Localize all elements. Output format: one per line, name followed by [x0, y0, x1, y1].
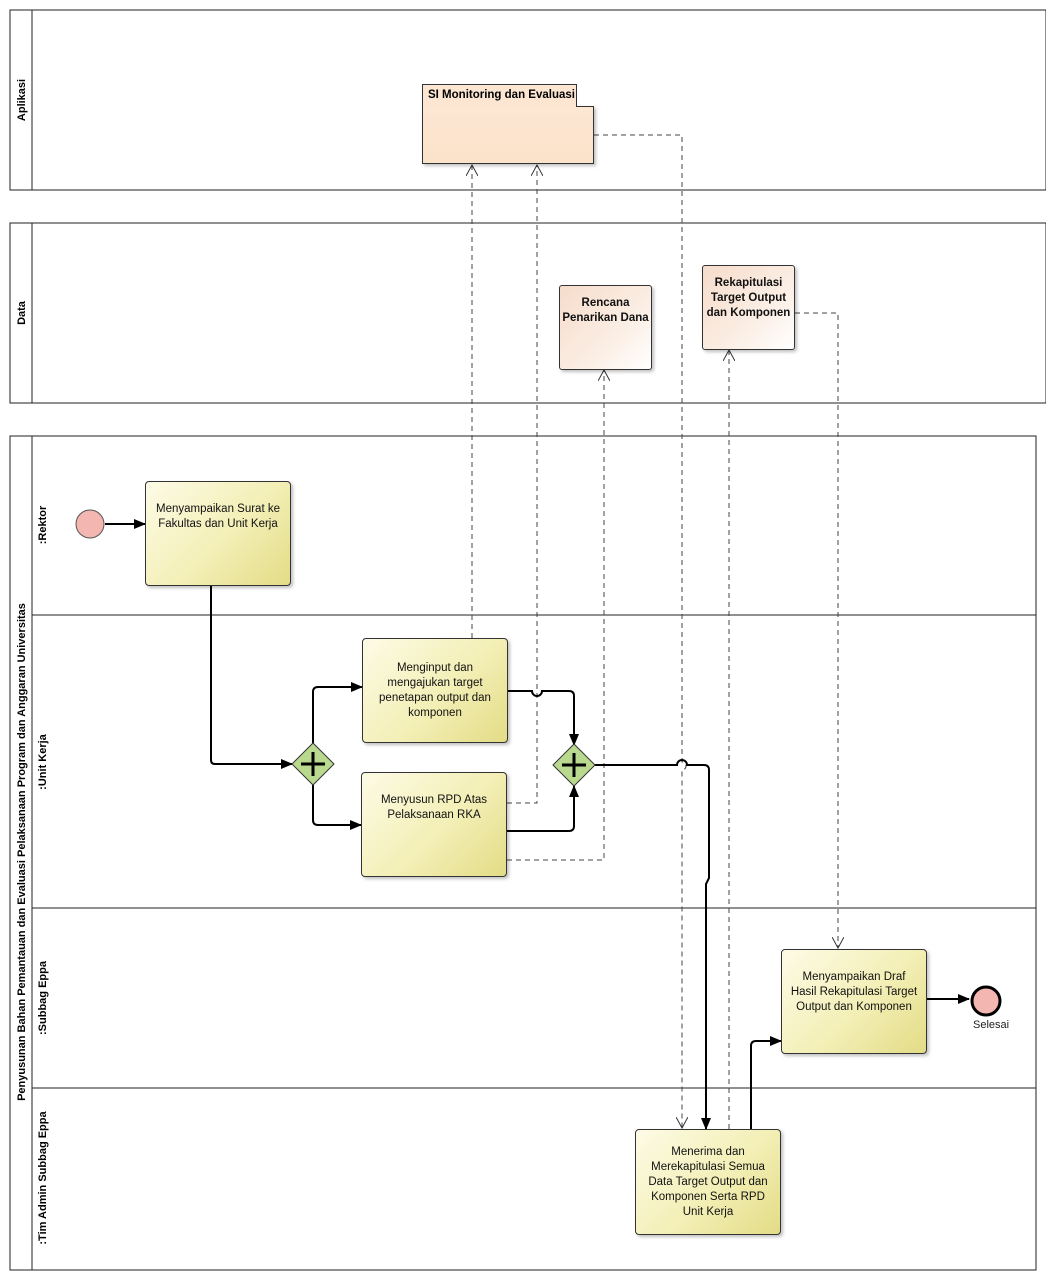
task-menyampaikan-surat[interactable]: Menyampaikan Surat ke Fakultas dan Unit … [145, 481, 291, 586]
association-lines [472, 134, 838, 1129]
task-menginput-target[interactable]: Menginput dan mengajukan target penetapa… [362, 638, 508, 743]
lane-label-rektor: :Rektor [37, 505, 49, 545]
lane-label-aplikasi: Aplikasi [16, 78, 28, 122]
end-event [970, 985, 1002, 1017]
flow-surat-to-split [210, 586, 293, 769]
flow-menerima-to-draf [750, 1036, 782, 1129]
flow-split-to-menginput [312, 682, 363, 744]
data-object-rekapitulasi[interactable]: Rekapitulasi Target Output dan Komponen [702, 265, 795, 350]
lane-label-subbag-eppa: :Subbag Eppa [37, 961, 49, 1035]
lane-data-frame [9, 222, 1046, 404]
parallel-gateway-join [552, 743, 596, 787]
flow-rpd-to-join [507, 785, 579, 832]
start-event [75, 509, 105, 539]
lane-label-tim-admin: :Tim Admin Subbag Eppa [37, 1111, 49, 1245]
assoc-rpd-to-app [507, 165, 537, 804]
task-menyusun-rpd[interactable]: Menyusun RPD Atas Pelaksanaan RKA [361, 772, 507, 877]
flow-menginput-to-join [507, 690, 579, 746]
task-menerima-merekapitulasi[interactable]: Menerima dan Merekapitulasi Semua Data T… [635, 1129, 781, 1235]
pool-frame [9, 435, 1037, 1271]
application-name: SI Monitoring dan Evaluasi [422, 84, 577, 107]
lane-aplikasi-frame [9, 9, 1046, 191]
assoc-app-to-menerima [594, 134, 686, 1128]
parallel-gateway-split [291, 742, 335, 786]
application-box[interactable] [422, 106, 594, 164]
assoc-rpd-to-rencana [507, 370, 604, 861]
flow-split-to-rpd [312, 784, 362, 830]
flow-join-to-menerima [595, 759, 711, 1130]
data-object-rencana-penarikan-dana[interactable]: Rencana Penarikan Dana [559, 285, 652, 370]
sequence-flows [105, 519, 970, 1130]
lane-label-unit-kerja: :Unit Kerja [37, 734, 49, 790]
lane-label-data: Data [16, 301, 28, 325]
pool-title: Penyusunan Bahan Pemantauan dan Evaluasi… [16, 603, 28, 1101]
task-menyampaikan-draf[interactable]: Menyampaikan Draf Hasil Rekapitulasi Tar… [781, 949, 927, 1054]
end-event-label: Selesai [973, 1019, 1010, 1031]
assoc-rekap-to-draf [795, 312, 838, 948]
